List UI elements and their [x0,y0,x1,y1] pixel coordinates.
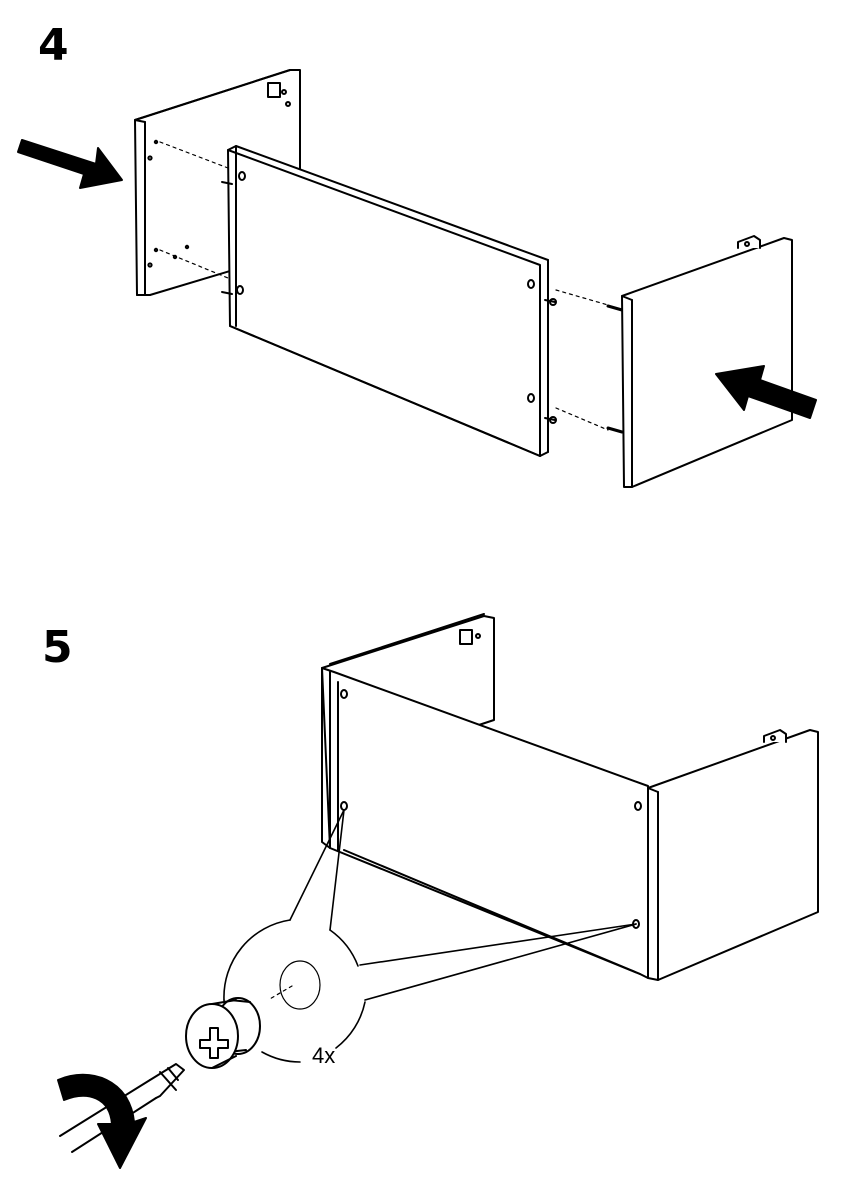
step-5-illustration [58,614,818,1168]
rotate-clockwise-icon [58,1075,146,1168]
cam-lock-dowel [608,306,622,310]
push-arrow-icon [18,140,122,188]
right-side-panel [622,236,792,487]
cam-lock-icon [186,998,260,1068]
back-panel [222,146,556,456]
step-4-illustration [18,70,816,487]
